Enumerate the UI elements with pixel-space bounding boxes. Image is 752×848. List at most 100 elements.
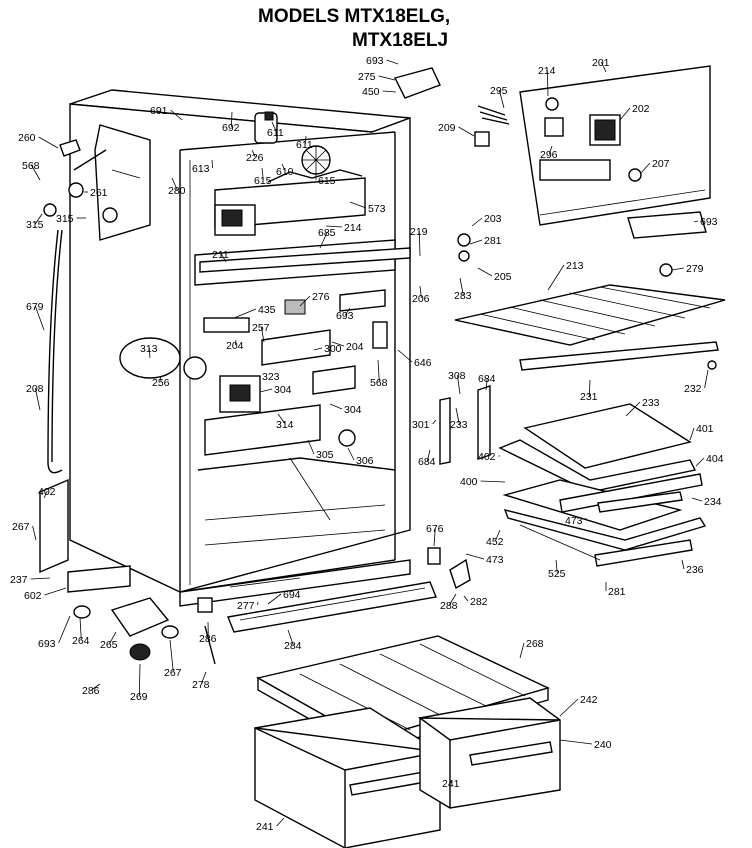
callout-label: 610 <box>276 166 294 178</box>
callout-label: 282 <box>470 596 488 608</box>
leader-line <box>251 149 256 158</box>
leader-line <box>639 162 651 175</box>
leader-line <box>349 201 367 209</box>
leader-line <box>34 213 43 225</box>
callout-label: 240 <box>594 739 612 751</box>
fan-assembly <box>254 111 331 175</box>
leader-line <box>259 388 273 393</box>
connector-209 <box>474 131 490 147</box>
leader-line <box>456 374 461 395</box>
leader-line <box>58 615 71 644</box>
part-279 <box>457 233 471 247</box>
leader-line <box>681 559 685 570</box>
leader-line <box>171 177 178 191</box>
callout-label: 676 <box>426 523 444 535</box>
callout-label: 613 <box>192 163 210 175</box>
callout-label: 314 <box>276 419 294 431</box>
callout-label: 208 <box>26 383 44 395</box>
left-parts <box>43 139 118 474</box>
leader-line <box>277 413 286 425</box>
leader-line <box>555 559 558 574</box>
leader-line <box>548 145 553 155</box>
callout-label: 234 <box>704 496 722 508</box>
shelf-bracket-232 <box>477 385 491 460</box>
callout-label: 206 <box>412 293 430 305</box>
leader-line <box>234 339 237 346</box>
callout-label: 568 <box>370 377 388 389</box>
leader-line <box>220 253 227 263</box>
callout-label: 694 <box>283 589 301 601</box>
callout-label: 201 <box>592 57 610 69</box>
title-line-2: MTX18ELJ <box>352 30 448 51</box>
callout-label: 241 <box>256 821 274 833</box>
callout-label: 305 <box>316 449 334 461</box>
leader-line <box>169 639 174 673</box>
leader-line <box>299 295 311 307</box>
leader-line <box>546 69 549 97</box>
callout-label: 693 <box>38 638 56 650</box>
leader-line <box>426 449 431 462</box>
wire-harness <box>477 105 510 125</box>
callout-label: 691 <box>150 105 168 117</box>
leader-line <box>159 375 162 383</box>
leader-line <box>559 739 593 745</box>
callout-label: 295 <box>490 85 508 97</box>
leader-line <box>170 109 183 121</box>
leader-line <box>313 347 323 351</box>
leader-line <box>625 401 641 417</box>
leader-line <box>319 231 328 249</box>
leader-line <box>465 553 485 560</box>
callout-label: 315 <box>26 219 44 231</box>
callout-label: 435 <box>258 304 276 316</box>
leader-line <box>44 587 67 596</box>
callout-label: 313 <box>140 343 158 355</box>
callout-label: 265 <box>100 639 118 651</box>
leader-line <box>30 164 41 181</box>
callout-label: 684 <box>478 373 496 385</box>
callout-label: 685 <box>318 227 336 239</box>
callout-label: 233 <box>642 397 660 409</box>
leader-line <box>559 698 579 717</box>
callout-label: 226 <box>246 152 264 164</box>
callout-label: 401 <box>696 423 714 435</box>
callout-label: 679 <box>26 301 44 313</box>
leader-line <box>276 817 285 827</box>
callout-label: 219 <box>410 226 428 238</box>
leader-line <box>211 159 213 169</box>
callout-label: 615 <box>318 175 336 187</box>
callout-label: 402 <box>478 451 496 463</box>
leader-line <box>433 527 436 547</box>
callout-label: 404 <box>706 453 724 465</box>
top-hinge <box>393 67 441 99</box>
callout-label: 204 <box>346 341 364 353</box>
leader-line <box>79 617 82 641</box>
callout-label: 283 <box>454 290 472 302</box>
leader-line <box>455 407 460 425</box>
leader-line <box>38 136 59 149</box>
callout-label: 450 <box>362 86 380 98</box>
callout-label: 276 <box>312 291 330 303</box>
leader-line <box>34 305 45 331</box>
leader-line <box>463 595 469 602</box>
callout-label: 202 <box>632 103 650 115</box>
callout-label: 281 <box>608 586 626 598</box>
leader-line <box>671 267 685 271</box>
control-panel <box>519 65 711 239</box>
leader-line <box>386 59 399 65</box>
callout-label: 242 <box>580 694 598 706</box>
callout-label: 268 <box>526 638 544 650</box>
callout-label: 615 <box>254 175 272 187</box>
callout-label: 256 <box>152 377 170 389</box>
leader-line <box>432 419 437 425</box>
callout-label: 267 <box>164 667 182 679</box>
callout-label: 611 <box>296 139 313 151</box>
leader-line <box>230 111 233 128</box>
leader-line <box>347 447 355 461</box>
callout-label: 232 <box>684 383 702 395</box>
glass-shelf-assembly <box>498 403 707 567</box>
callout-label: 304 <box>274 384 292 396</box>
callout-label: 231 <box>580 391 598 403</box>
callout-label: 207 <box>652 158 670 170</box>
callout-label: 300 <box>324 343 342 355</box>
